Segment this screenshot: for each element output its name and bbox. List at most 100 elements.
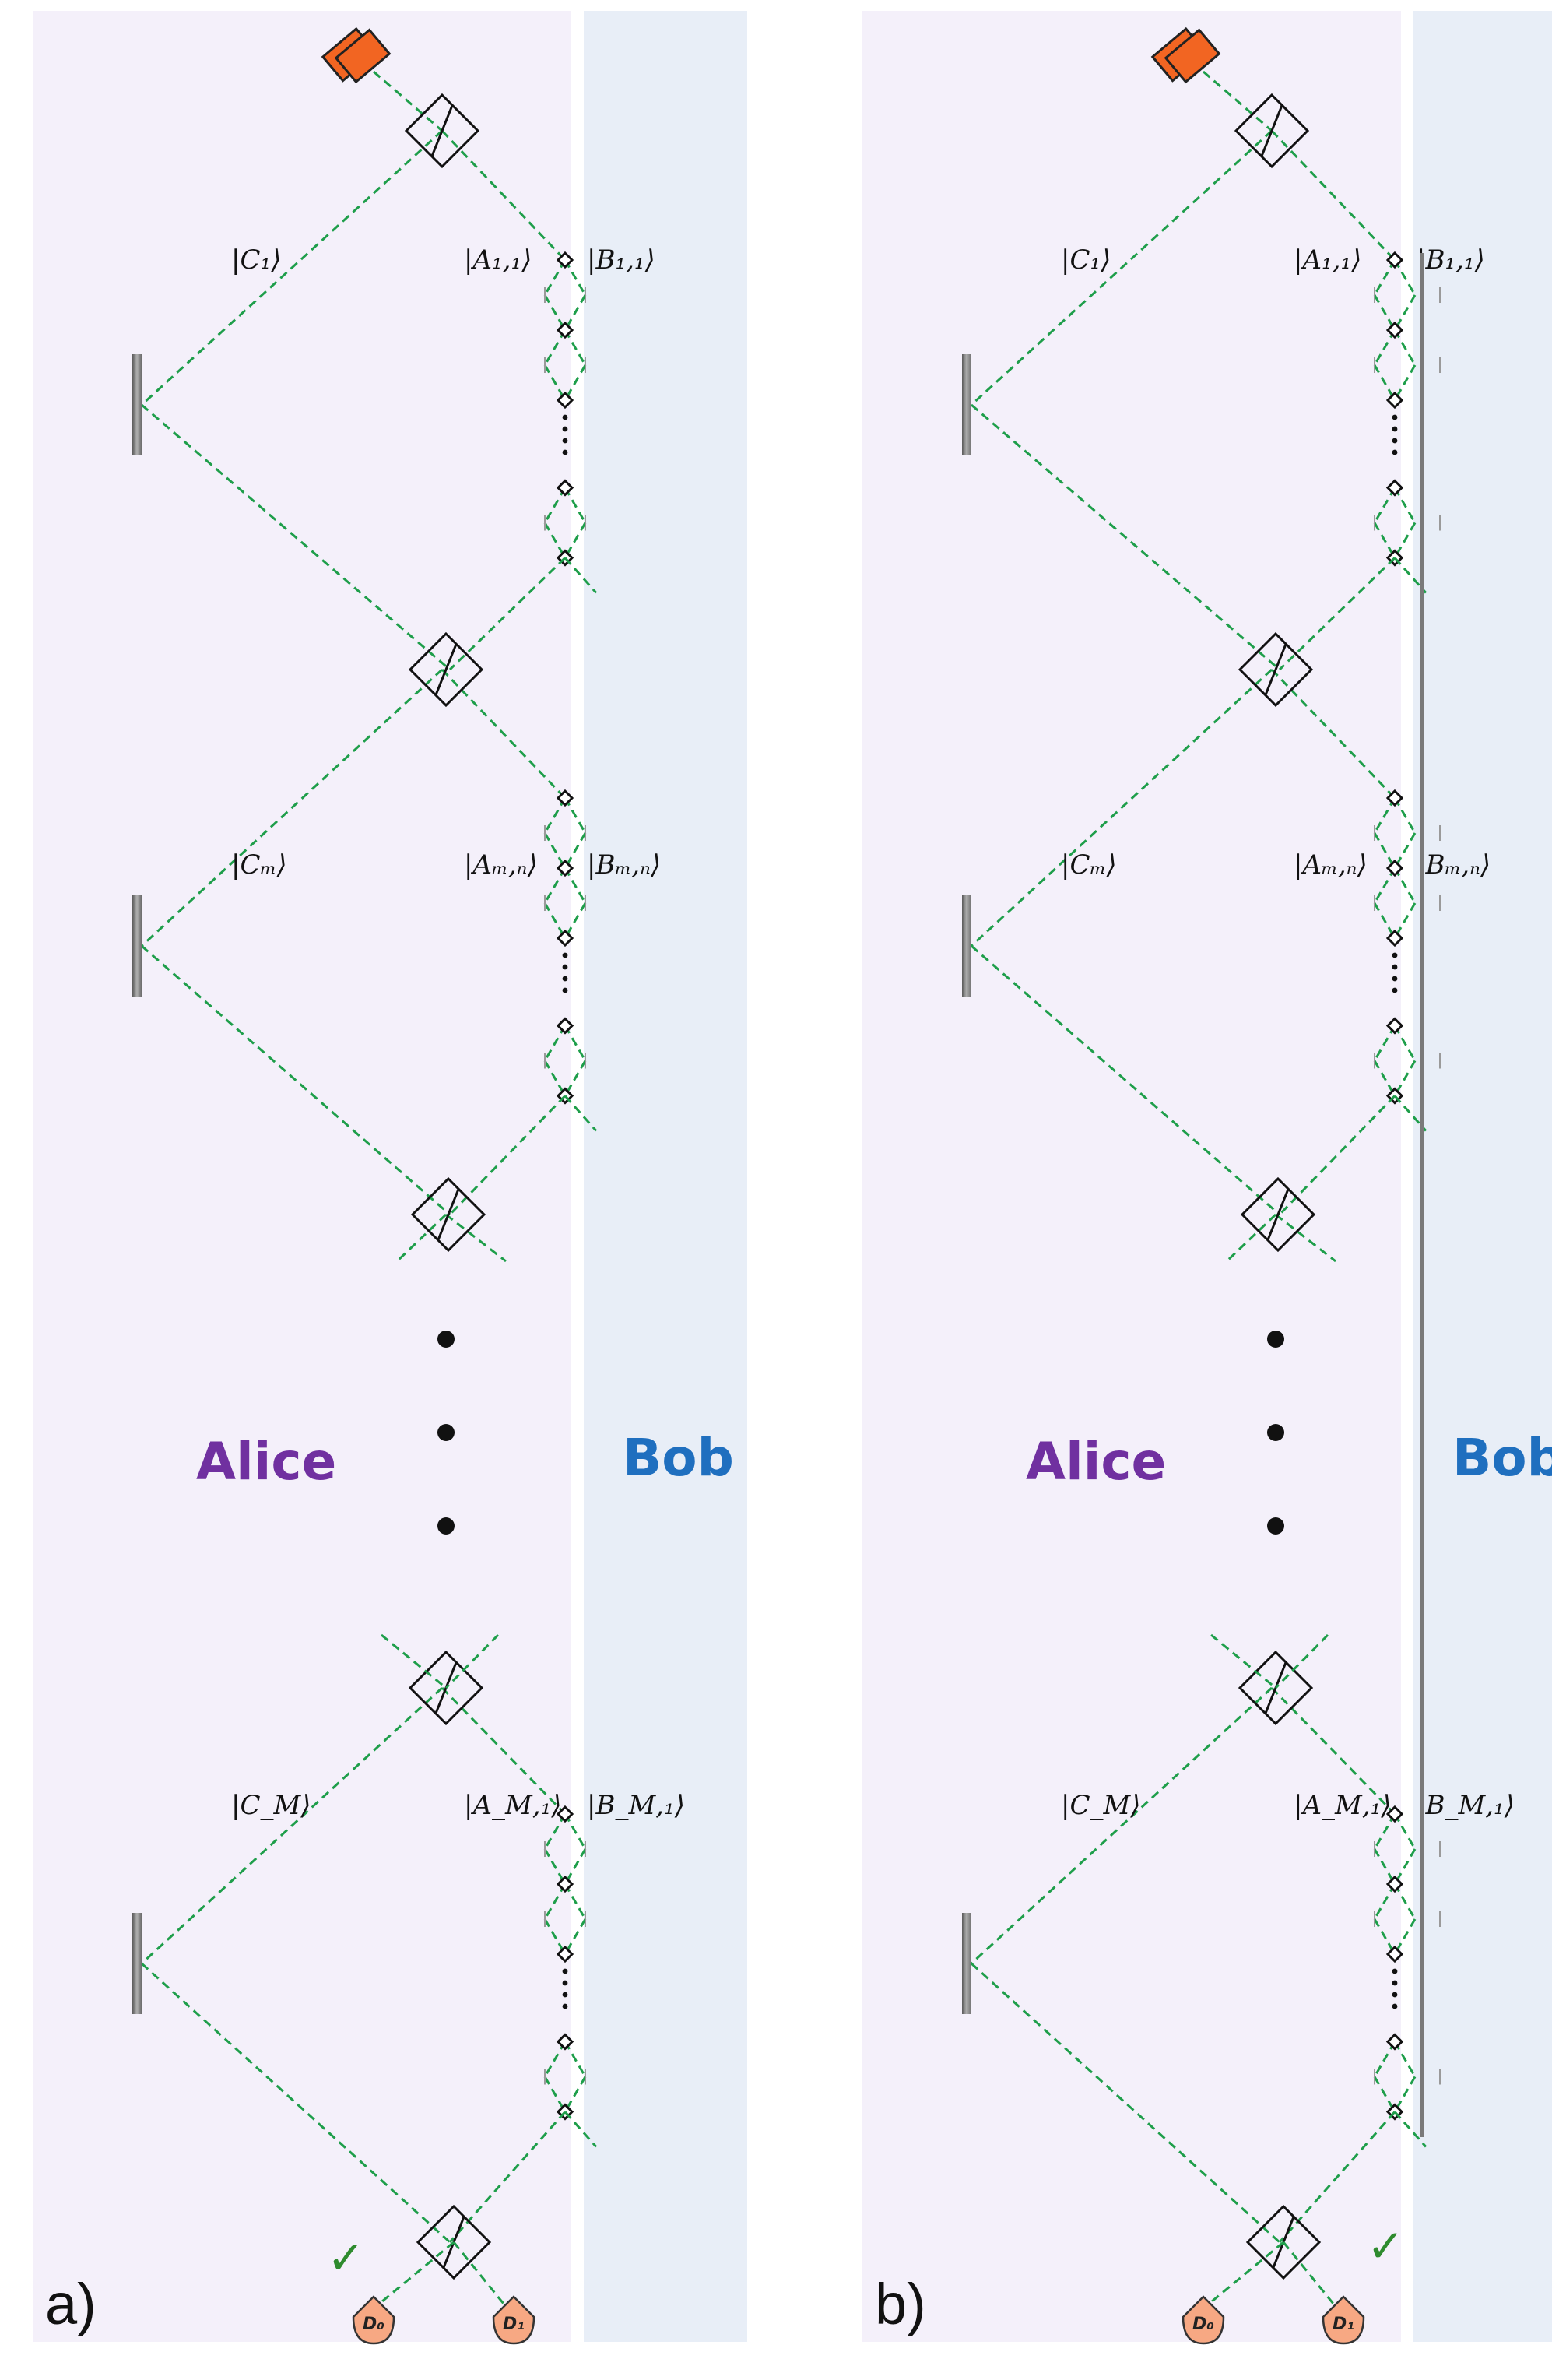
state-label-c: |C₁⟩ [1061,244,1111,276]
splitter-plane [437,1189,460,1240]
beam-path [140,129,444,406]
small-beam-splitter-icon [1385,2033,1404,2051]
ellipsis-dot [1392,438,1398,444]
small-splitter-outline [556,859,574,877]
detector-icon: D₁ [1322,2295,1365,2345]
beam-path [1373,902,1396,939]
detector-body [1322,2295,1365,2345]
beam-path [1193,2241,1284,2318]
state-label-a: |A_M,₁⟩ [464,1790,562,1821]
alice-label: Alice [196,1432,336,1492]
beam-path [1373,797,1396,834]
state-label-b: |Bₘ,ₙ⟩ [587,849,661,881]
small-beam-splitter-icon [1385,929,1404,947]
small-beam-splitter-icon [556,1017,574,1035]
small-beam-splitter-icon [556,929,574,947]
ellipsis-dot [562,987,568,993]
beam-path [564,1025,587,1062]
stage-2: |Cₘ⟩|Aₘ,ₙ⟩|Bₘ,ₙ⟩ [962,631,1491,1216]
laser-source-icon [321,26,392,84]
beam-path [1278,557,1396,671]
beam-path [564,2041,587,2078]
beam-path [1275,1213,1336,1263]
ellipsis-dot [1392,1980,1398,1986]
beam-path [441,1686,567,1816]
ellipsis-dot [1392,1968,1398,1974]
small-beam-splitter-icon [1385,789,1404,807]
state-label-c: |Cₘ⟩ [231,849,287,881]
beam-splitter-icon [1234,93,1310,169]
ellipsis-dot [1392,414,1398,420]
small-beam-splitter-icon [1385,321,1404,339]
beam-path [1393,2076,1417,2113]
beam-path [564,2076,587,2113]
detector-label: D₁ [503,2315,525,2334]
stage-3: |C_M⟩|A_M,₁⟩|B_M,₁⟩ [962,1650,1515,2244]
small-splitter-outline [1385,1945,1404,1963]
stage-ellipsis-dot [437,1331,455,1348]
state-label-a: |A₁,₁⟩ [464,244,532,276]
beam-path [1373,2041,1396,2078]
beam-path [543,1848,567,1885]
stage-3: |C_M⟩|A_M,₁⟩|B_M,₁⟩ [132,1650,685,2244]
ellipsis-dot [1392,426,1398,432]
mirror-icon [962,895,971,997]
mirror-icon [132,354,142,455]
small-splitter-outline [1385,1875,1404,1893]
small-beam-splitter-icon [1385,479,1404,497]
splitter-plane [434,644,458,695]
mirror-icon [962,354,971,455]
ellipsis-dot [562,2003,568,2009]
ellipsis-dot [562,414,568,420]
beam-path [1274,1633,1329,1689]
ellipsis-dot [1392,987,1398,993]
small-beam-splitter-icon [556,859,574,877]
beam-path [1393,329,1417,366]
beam-path [543,522,567,559]
small-splitter-outline [556,789,574,807]
beam-path [1393,1060,1417,1097]
beam-path [140,668,444,947]
beam-path [971,944,1280,1216]
beam-path [1393,557,1427,594]
state-label-c: |C₁⟩ [231,244,281,276]
beam-path [1373,1918,1396,1955]
state-label-b: |B_M,₁⟩ [1417,1790,1515,1821]
beam-path [363,2241,455,2318]
detector-icon: D₀ [352,2295,395,2345]
beam-path [1373,867,1396,904]
beam-path [1270,129,1396,262]
beam-path [543,1918,567,1955]
beam-path [564,1918,587,1955]
small-splitter-outline [1385,321,1404,339]
state-label-b: |Bₘ,ₙ⟩ [1417,849,1491,881]
bob-label: Bob [623,1428,734,1488]
ellipsis-dot [562,449,568,455]
beam-path [1393,1025,1417,1062]
beam-path [564,2111,598,2148]
splitter-outline [1240,1176,1316,1253]
beam-path [564,1813,587,1850]
state-label-a: |A₁,₁⟩ [1294,244,1361,276]
laser-source-icon [1150,26,1221,84]
beam-path [543,1060,567,1097]
beam-path [564,522,587,559]
small-splitter-outline [1385,391,1404,410]
beam-path [448,557,567,671]
stage-2: |Cₘ⟩|Aₘ,ₙ⟩|Bₘ,ₙ⟩ [132,631,661,1216]
beam-path [441,668,567,800]
beam-splitter-icon [404,93,480,169]
source-body-front [334,28,392,84]
bob-label: Bob [1452,1428,1552,1488]
state-label-b: |B₁,₁⟩ [1417,244,1485,276]
stage-ellipsis-dot [437,1424,455,1441]
detector-body [1182,2295,1225,2345]
beam-path [1393,1918,1417,1955]
splitter-outline [408,1650,484,1726]
beam-path [1270,668,1396,800]
panel-tag: a) [45,2272,97,2336]
checkmark-icon: ✓ [1367,2220,1405,2273]
beam-path [1373,522,1396,559]
beam-path [1373,1025,1396,1062]
